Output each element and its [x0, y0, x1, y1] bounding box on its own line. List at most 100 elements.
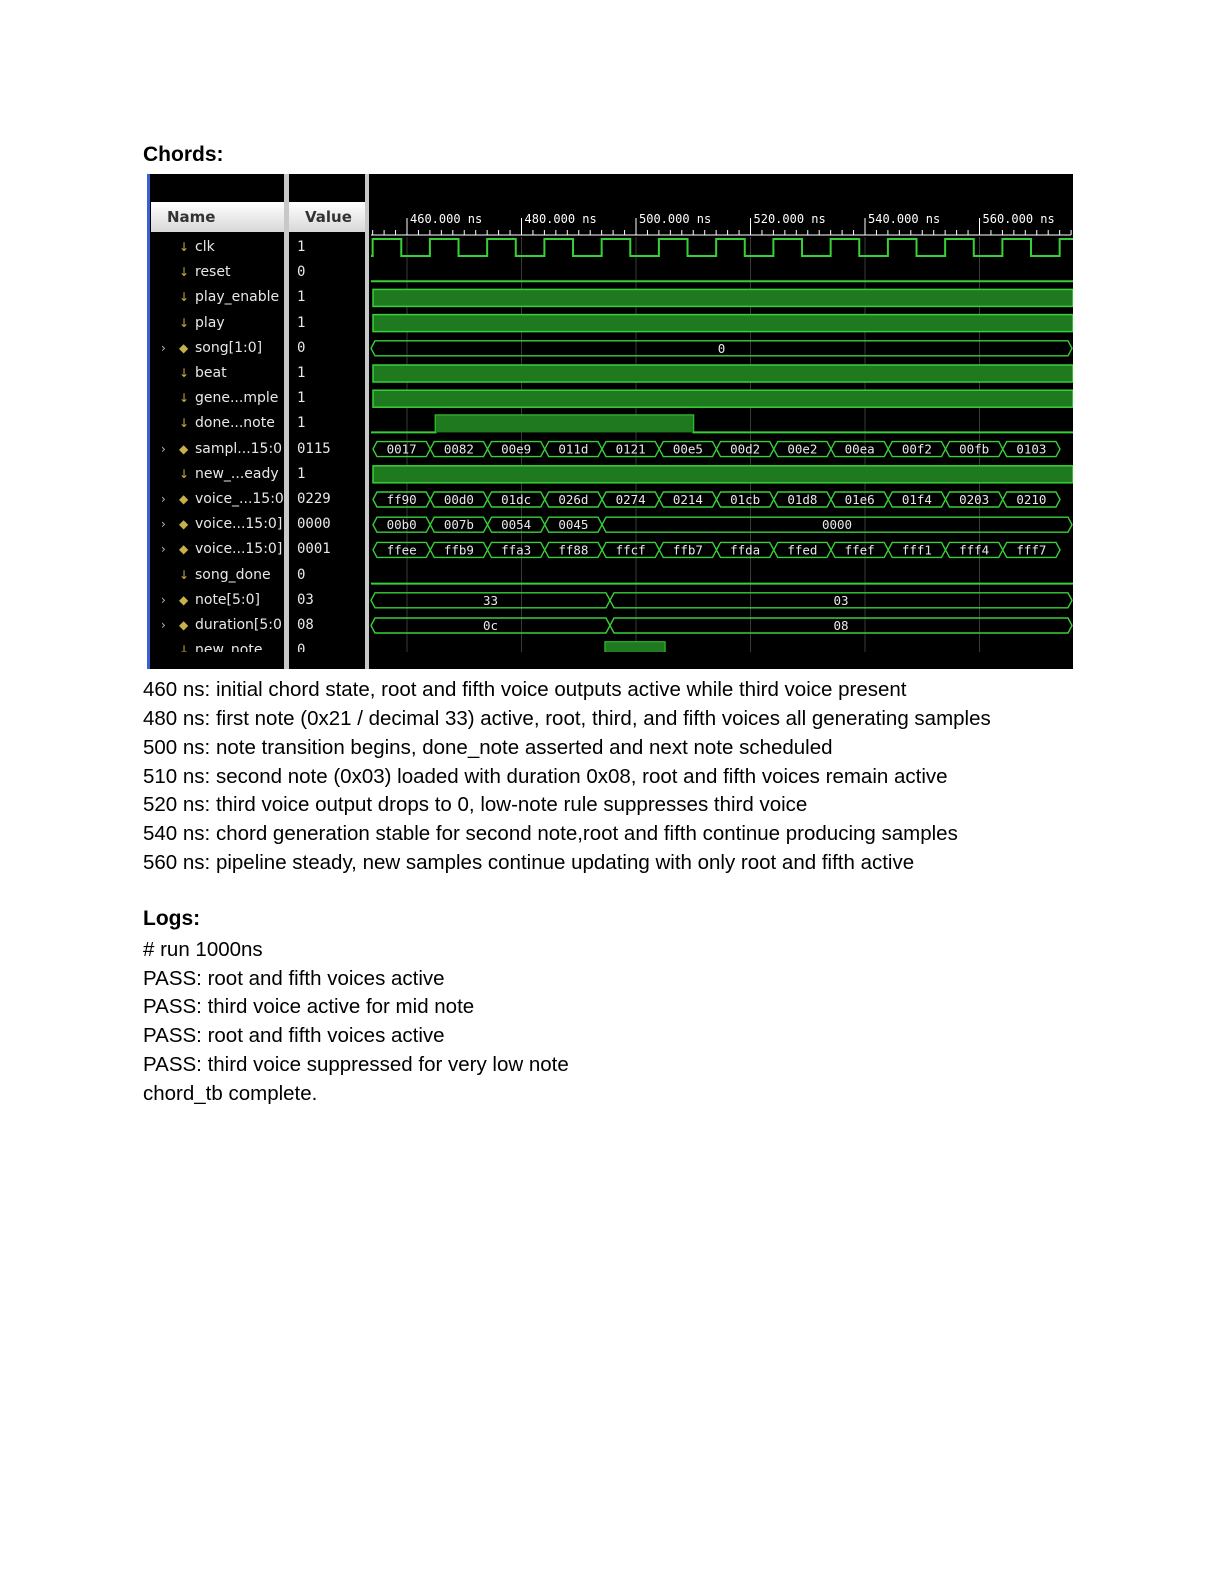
- signal-name-row[interactable]: ↓gene...mple: [161, 386, 287, 411]
- signal-value: 08: [297, 617, 314, 633]
- signal-name-label: song_done: [195, 566, 271, 583]
- signal-value: 1: [297, 314, 306, 331]
- signal-name-label: note[5:0]: [195, 591, 260, 608]
- bus-value-label: 0103: [1016, 442, 1046, 457]
- signal-name-row[interactable]: ›◆voice_...15:0: [161, 487, 287, 512]
- bus-value-label: ffed: [787, 542, 817, 557]
- signal-value: 0115: [297, 440, 331, 457]
- bus-value-label: 011d: [558, 442, 588, 457]
- signal-value: 1: [297, 465, 306, 482]
- signal-name-row[interactable]: ↓new_...eady: [161, 462, 287, 487]
- note-line: 560 ns: pipeline steady, new samples con…: [143, 851, 915, 874]
- bus-value-label: ffda: [730, 542, 760, 557]
- high-waveform: [372, 465, 1073, 484]
- bus-value-label: 0054: [501, 517, 531, 532]
- bus-value-label: 0203: [959, 492, 989, 507]
- bus-signal-icon: ◆: [179, 618, 189, 632]
- signal-name-row[interactable]: ›◆voice...15:0]: [161, 512, 287, 537]
- expand-chevron-icon[interactable]: ›: [161, 542, 166, 557]
- signal-name-label: reset: [195, 264, 231, 281]
- signal-name-row[interactable]: ›◆sampl...15:0: [161, 437, 287, 462]
- note-line: 510 ns: second note (0x03) loaded with d…: [143, 765, 948, 788]
- signal-name-row[interactable]: ↓done...note: [161, 411, 287, 436]
- waveform-bottom-edge: [147, 652, 1073, 669]
- signal-value: 0: [297, 339, 306, 356]
- signal-name-row[interactable]: ›◆note[5:0]: [161, 588, 287, 613]
- signal-name-row[interactable]: ↓play: [161, 311, 287, 336]
- bus-value-label: 33: [483, 593, 498, 608]
- signal-name-row[interactable]: ↓clk: [161, 235, 287, 260]
- signal-name-row[interactable]: ›◆song[1:0]: [161, 336, 287, 361]
- time-label: 460.000 ns: [410, 212, 482, 226]
- bit-signal-icon: ↓: [179, 466, 190, 481]
- high-waveform: [372, 364, 1073, 383]
- log-line: # run 1000ns: [143, 938, 263, 961]
- bus-value-label: 0045: [558, 517, 588, 532]
- bus-value-label: 00f2: [902, 442, 932, 457]
- bit-signal-icon: ↓: [179, 643, 190, 658]
- signal-name-row[interactable]: ↓reset: [161, 260, 287, 285]
- signal-name-label: sampl...15:0: [195, 440, 283, 457]
- bus-signal-icon: ◆: [179, 517, 189, 532]
- bus-value-label: 00d0: [444, 492, 474, 507]
- bus-value-label: 0274: [616, 492, 646, 507]
- signal-value: 03: [297, 591, 314, 608]
- high-waveform: [372, 288, 1073, 308]
- log-line: PASS: root and fifth voices active: [143, 1024, 445, 1047]
- bus-signal-icon: ◆: [179, 492, 189, 506]
- time-label: 520.000 ns: [754, 212, 826, 226]
- bus-value-label: 0000: [822, 517, 852, 532]
- bus-value-label: ffee: [387, 542, 417, 557]
- signal-value: 0: [297, 566, 306, 583]
- expand-chevron-icon[interactable]: ›: [161, 441, 166, 456]
- bus-value-label: ff90: [387, 492, 417, 507]
- bus-signal-icon: ◆: [179, 340, 189, 355]
- time-label: 540.000 ns: [868, 212, 940, 226]
- bus-value-label: 0121: [616, 442, 646, 457]
- column-splitter[interactable]: [284, 174, 289, 669]
- log-line: PASS: third voice suppressed for very lo…: [143, 1053, 569, 1076]
- signal-name-label: done...note: [195, 415, 275, 432]
- clk-waveform: [371, 238, 1073, 257]
- bus-value-label: 0c: [483, 618, 498, 633]
- expand-chevron-icon[interactable]: ›: [161, 340, 166, 355]
- signal-name-row[interactable]: ›◆duration[5:0: [161, 613, 287, 638]
- bus-value-label: 00e5: [673, 442, 703, 457]
- bus-value-label: 0214: [673, 492, 703, 507]
- bit-signal-icon: ↓: [179, 567, 190, 582]
- bus-value-label: ffa3: [501, 542, 531, 557]
- bus-value-label: 03: [833, 593, 848, 608]
- value-column-header[interactable]: Value: [289, 202, 365, 232]
- bus-segment: [1001, 440, 1061, 458]
- bus-value-label: ffb9: [444, 542, 474, 557]
- bus-value-label: fff4: [959, 542, 989, 557]
- signal-name-row[interactable]: ↓ song_done: [161, 563, 287, 588]
- bus-segment: [601, 516, 1073, 533]
- signal-value: 1: [297, 415, 306, 432]
- signal-name-row[interactable]: ›◆voice...15:0]: [161, 537, 287, 562]
- signal-name-label: voice...15:0]: [195, 541, 283, 558]
- name-column-header[interactable]: Name: [151, 202, 284, 232]
- bus-value-label: 00fb: [959, 442, 989, 457]
- signal-name-row[interactable]: ↓beat: [161, 361, 287, 386]
- signal-value: 0000: [297, 516, 331, 533]
- signal-name-label: play: [195, 314, 225, 331]
- note-line: 520 ns: third voice output drops to 0, l…: [143, 793, 808, 816]
- time-label: 560.000 ns: [983, 212, 1055, 226]
- expand-chevron-icon[interactable]: ›: [161, 492, 166, 506]
- signal-name-row[interactable]: ↓play_enable: [161, 285, 287, 310]
- bus-segment: [1001, 541, 1061, 559]
- signal-name-label: beat: [195, 365, 227, 381]
- expand-chevron-icon[interactable]: ›: [161, 618, 166, 632]
- column-splitter[interactable]: [365, 174, 369, 669]
- expand-chevron-icon[interactable]: ›: [161, 592, 166, 607]
- bus-value-label: ffcf: [616, 542, 646, 557]
- bus-value-label: 08: [833, 618, 848, 633]
- signal-value: 1: [297, 289, 306, 306]
- log-line: PASS: third voice active for mid note: [143, 995, 475, 1018]
- log-line: chord_tb complete.: [143, 1082, 318, 1105]
- high-waveform: [372, 389, 1073, 408]
- signal-value: 0: [297, 264, 306, 281]
- expand-chevron-icon[interactable]: ›: [161, 517, 166, 532]
